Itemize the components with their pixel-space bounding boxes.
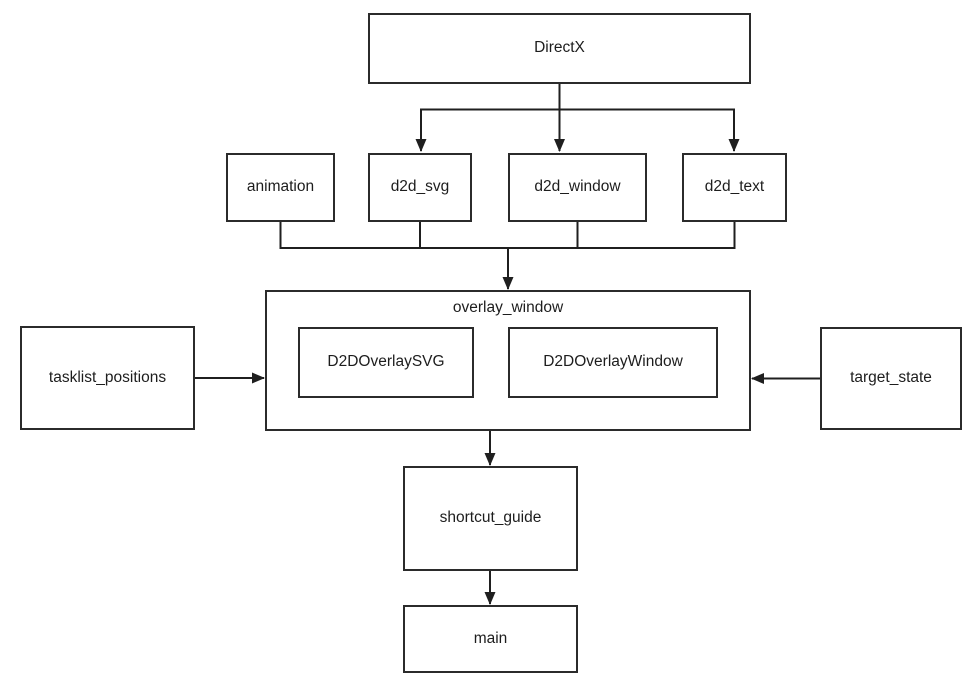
- node-d2d-overlay-window: D2DOverlayWindow: [508, 327, 718, 398]
- node-d2d-overlay-svg: D2DOverlaySVG: [298, 327, 474, 398]
- node-d2d-window: d2d_window: [508, 153, 647, 222]
- node-directx-label: DirectX: [534, 39, 585, 57]
- edge-directx-d2d-svg: [415, 108, 560, 152]
- node-d2d-overlay-window-label: D2DOverlayWindow: [543, 353, 683, 371]
- node-d2d-overlay-svg-label: D2DOverlaySVG: [327, 353, 445, 371]
- node-tasklist-positions-label: tasklist_positions: [48, 368, 167, 386]
- node-target-state: target_state: [820, 327, 962, 430]
- node-d2d-text-label: d2d_text: [704, 178, 765, 196]
- node-d2d-svg: d2d_svg: [368, 153, 472, 222]
- node-d2d-window-label: d2d_window: [534, 178, 621, 196]
- node-tasklist-positions: tasklist_positions: [20, 326, 195, 430]
- node-main: main: [403, 605, 578, 673]
- node-d2d-svg-label: d2d_svg: [390, 178, 450, 196]
- node-target-state-label: target_state: [850, 369, 932, 387]
- node-shortcut-guide: shortcut_guide: [403, 466, 578, 571]
- node-main-label: main: [473, 629, 508, 647]
- node-animation-label: animation: [246, 178, 315, 196]
- node-directx: DirectX: [368, 13, 751, 84]
- node-animation: animation: [226, 153, 335, 222]
- node-shortcut-guide-label: shortcut_guide: [439, 509, 542, 527]
- node-overlay-window-label: overlay_window: [452, 299, 564, 316]
- node-d2d-text: d2d_text: [682, 153, 787, 222]
- edge-directx-d2d-text: [559, 108, 740, 152]
